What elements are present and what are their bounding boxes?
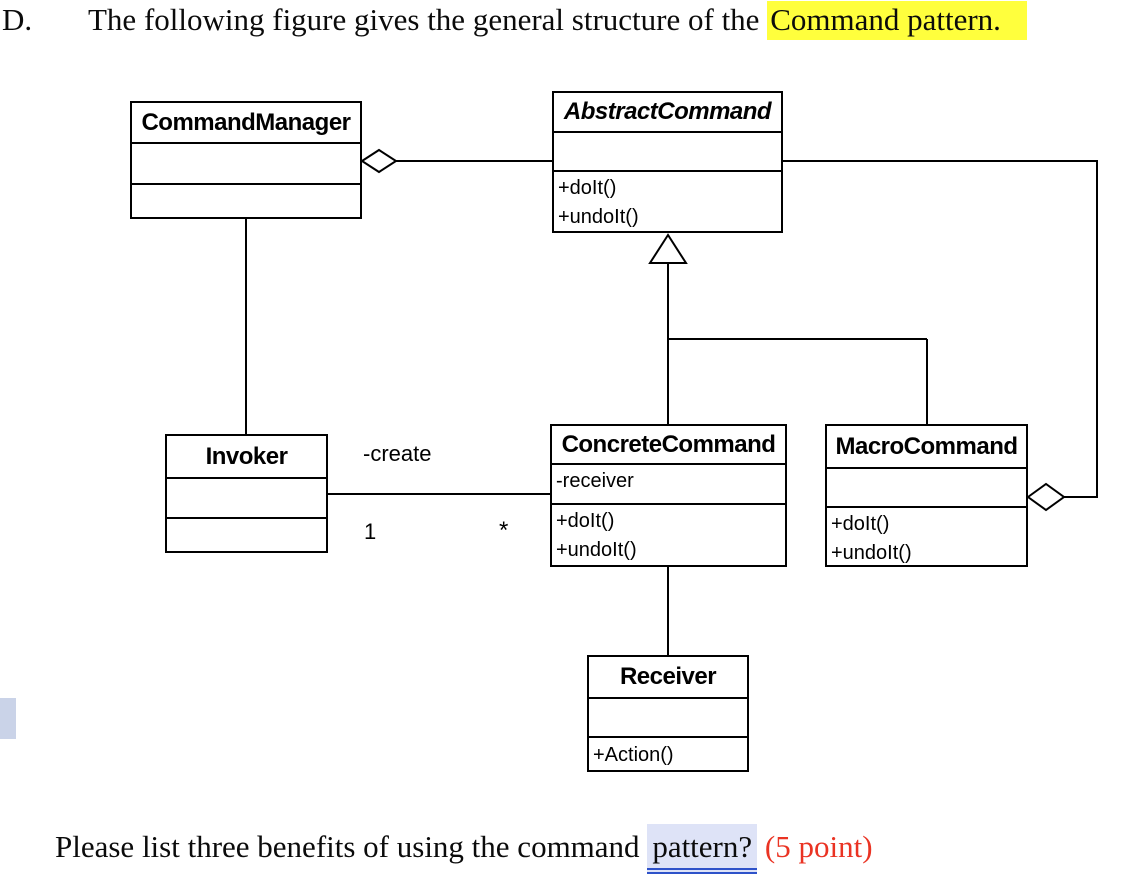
class-title: Invoker <box>205 442 288 470</box>
operation: +doIt() <box>556 510 615 532</box>
uml-class-command-manager: CommandManager <box>130 101 362 219</box>
multiplicity-one-label: 1 <box>364 519 377 544</box>
class-attributes <box>589 697 747 736</box>
operation: +undoIt() <box>558 206 639 228</box>
uml-class-concrete-command: ConcreteCommand -receiver +doIt() +undoI… <box>550 424 787 567</box>
class-title: Receiver <box>619 663 717 690</box>
operation: +undoIt() <box>556 539 637 561</box>
operation: +Action() <box>593 744 674 766</box>
aggregation-diamond-macro <box>1026 482 1066 512</box>
footer-points: (5 point) <box>764 829 873 864</box>
attribute: -receiver <box>556 470 634 492</box>
class-attributes <box>827 467 1026 506</box>
question-label: D. <box>2 2 33 37</box>
class-operations: +doIt() +undoIt() <box>554 170 781 231</box>
uml-class-macro-command: MacroCommand +doIt() +undoIt() <box>825 424 1028 567</box>
question-line: D. The following figure gives the general… <box>2 0 1027 40</box>
margin-marker <box>0 698 16 739</box>
generalization-triangle <box>648 233 688 264</box>
class-attributes <box>132 142 360 183</box>
class-title: ConcreteCommand <box>561 430 776 458</box>
footer-text: Please list three benefits of using the … <box>55 829 648 864</box>
uml-class-invoker: Invoker <box>165 434 328 553</box>
footer-line: Please list three benefits of using the … <box>55 824 873 874</box>
operation: +doIt() <box>831 513 890 535</box>
question-highlight: Command pattern. <box>767 1 1027 40</box>
uml-class-receiver: Receiver +Action() <box>587 655 749 772</box>
multiplicity-many-label: * <box>499 517 509 544</box>
association-create-label: -create <box>363 441 432 466</box>
footer-highlight: pattern? <box>647 824 758 874</box>
class-operations: +doIt() +undoIt() <box>552 503 785 565</box>
class-attributes <box>167 477 326 517</box>
uml-class-abstract-command: AbstractCommand +doIt() +undoIt() <box>552 91 783 233</box>
class-operations: +Action() <box>589 736 747 770</box>
class-title: MacroCommand <box>835 432 1018 460</box>
class-title: CommandManager <box>141 108 351 136</box>
class-operations <box>167 517 326 551</box>
class-attributes: -receiver <box>552 463 785 503</box>
class-title: AbstractCommand <box>563 98 772 125</box>
operation: +undoIt() <box>831 542 912 564</box>
question-text: The following figure gives the general s… <box>88 2 768 37</box>
class-operations: +doIt() +undoIt() <box>827 506 1026 565</box>
class-attributes <box>554 131 781 170</box>
operation: +doIt() <box>558 177 617 199</box>
aggregation-diamond-manager <box>360 148 398 174</box>
class-operations <box>132 183 360 217</box>
